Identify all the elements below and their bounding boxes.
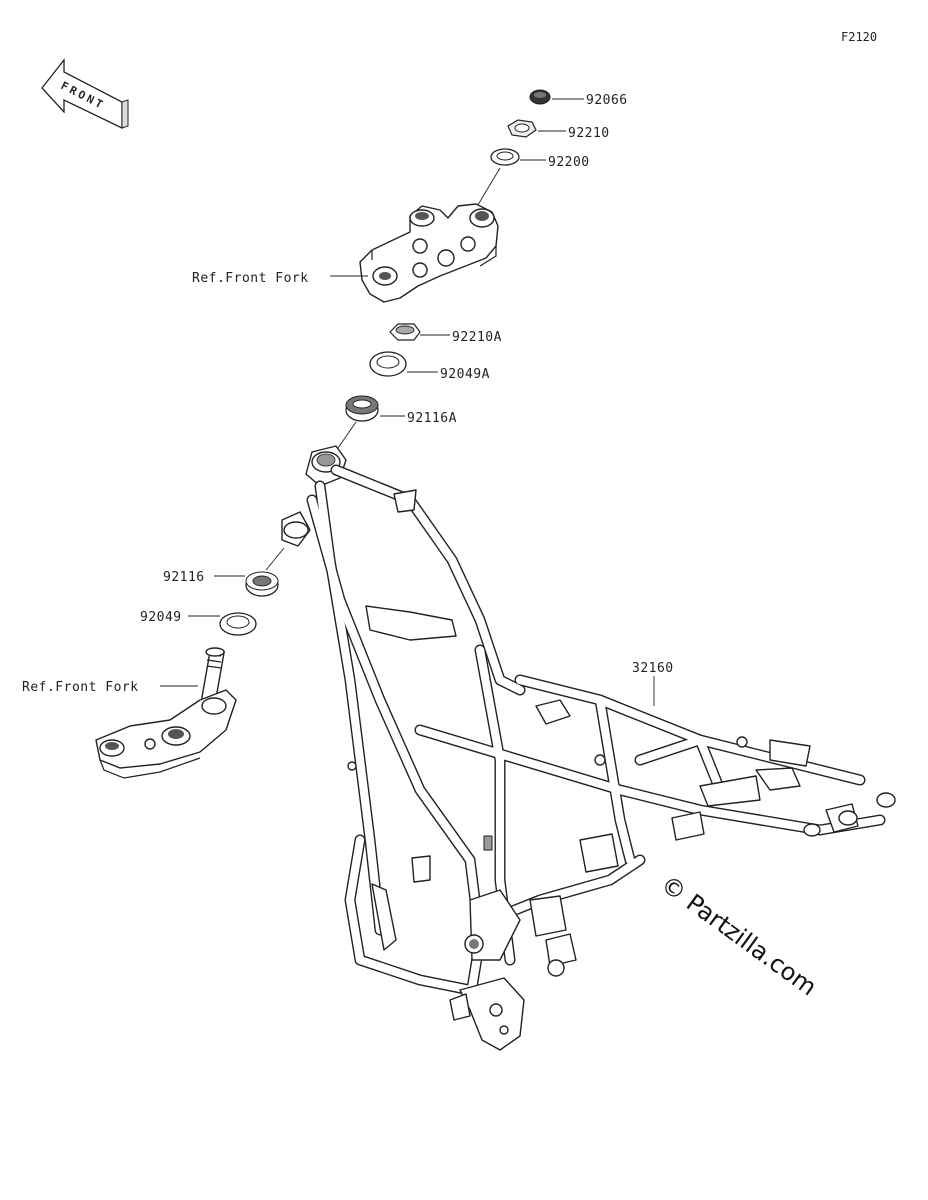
label-32160: 32160 bbox=[632, 661, 674, 676]
label-92049: 92049 bbox=[140, 610, 182, 625]
label-92200: 92200 bbox=[548, 155, 590, 170]
lower-bracket-icon bbox=[95, 647, 237, 779]
bearing-92116-icon bbox=[245, 571, 279, 597]
figure-code: F2120 bbox=[841, 30, 878, 44]
label-92066: 92066 bbox=[586, 93, 628, 108]
leader-head-top bbox=[337, 421, 357, 449]
washer-92200-icon bbox=[490, 148, 520, 166]
label-92210A: 92210A bbox=[452, 330, 502, 345]
label-92116: 92116 bbox=[163, 570, 205, 585]
seal-92049-icon bbox=[219, 612, 257, 636]
label-92116A: 92116A bbox=[407, 411, 457, 426]
bearing-92116A-icon bbox=[345, 395, 379, 422]
front-arrow-icon: FRONT bbox=[41, 58, 129, 130]
label-92210: 92210 bbox=[568, 126, 610, 141]
label-upper-ref: Ref.Front Fork bbox=[192, 271, 309, 286]
leader-head-bottom bbox=[265, 547, 285, 571]
nut-92210-icon bbox=[507, 119, 537, 138]
nut-92066-icon bbox=[529, 89, 551, 105]
label-lower-ref: Ref.Front Fork bbox=[22, 680, 139, 695]
label-92049A: 92049A bbox=[440, 367, 490, 382]
nut-92210A-icon bbox=[389, 323, 421, 341]
seal-92049A-icon bbox=[369, 351, 407, 377]
upper-bracket-icon bbox=[359, 203, 499, 303]
frame-32160-icon bbox=[281, 445, 896, 1051]
